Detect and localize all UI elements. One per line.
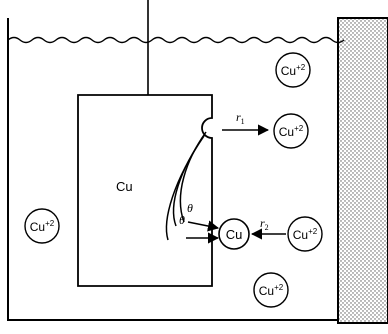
hatched-wall [337,17,388,324]
theta-lower-label: θ [179,213,185,227]
diffusion-curve-3 [165,135,205,241]
vessel-wall [7,18,338,321]
svg-text:Cu+2: Cu+2 [293,227,318,242]
cu-ion: Cu+2 [287,216,323,252]
svg-text:Cu+2: Cu+2 [281,63,306,78]
cu-ion: Cu+2 [24,208,60,244]
cu-ion: Cu+2 [253,272,289,308]
svg-text:Cu+2: Cu+2 [279,124,304,139]
copper-electrode [77,94,213,287]
svg-text:Cu+2: Cu+2 [30,219,55,234]
electrode-label: Cu [116,179,133,194]
adatom-circle [218,218,250,250]
svg-text:Cu+2: Cu+2 [259,283,284,298]
cu-ion: Cu+2 [275,52,311,88]
adatom-label: Cu [226,227,243,242]
solution-surface [7,36,345,44]
r2-label: r2 [260,216,269,232]
theta-upper-label: θ [187,201,193,215]
r1-label: r1 [236,110,245,126]
cu-ion: Cu+2 [273,113,309,149]
theta-arrow-upper [187,220,220,232]
